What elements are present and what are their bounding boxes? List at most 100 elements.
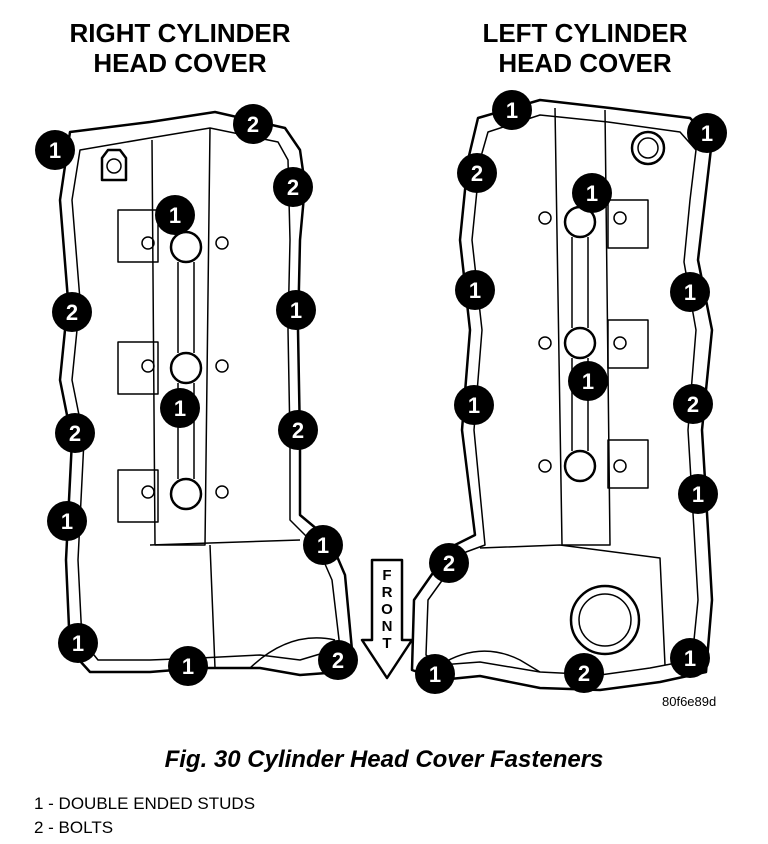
front-letter: O [381,601,393,618]
left-cover-title-line1: LEFT CYLINDER [482,18,688,48]
right-cover-title: RIGHT CYLINDER HEAD COVER [40,18,320,78]
fastener-badge: 1 [415,654,455,694]
fastener-badge-number: 1 [174,396,186,421]
right-cover-title-line1: RIGHT CYLINDER [69,18,291,48]
fastener-badge-number: 1 [469,278,481,303]
fastener-badge: 1 [670,638,710,678]
fastener-badge-number: 2 [287,175,299,200]
left-cover-pad-2 [607,319,649,369]
fastener-badge: 2 [278,410,318,450]
fastener-badge: 2 [273,167,313,207]
fastener-badge: 1 [160,388,200,428]
right-cover-hole [215,359,229,373]
left-cover-hole [613,211,627,225]
figure-caption: Fig. 30 Cylinder Head Cover Fasteners [164,746,604,773]
front-letter: T [382,635,391,652]
legend: 1 - DOUBLE ENDED STUDS 2 - BOLTS [34,792,255,840]
right-cover-pad-2 [117,341,159,395]
right-cover-port-3 [169,477,203,511]
fastener-badge-number: 1 [290,298,302,323]
fastener-badge: 1 [455,270,495,310]
right-cover-breather-cap [106,158,122,174]
right-cover-pad-3 [117,469,159,523]
right-cover-front-curve [249,637,336,669]
fastener-badge: 1 [47,501,87,541]
fastener-badge-number: 2 [66,300,78,325]
fastener-badge: 1 [454,385,494,425]
left-cover-hole [613,336,627,350]
left-cover-port-link [571,237,589,451]
fastener-badge: 1 [572,173,612,213]
fastener-badge-number: 2 [332,648,344,673]
figure-code: 80f6e89d [662,694,717,709]
right-cover-lower-plate [149,539,301,669]
right-cover-hole [215,485,229,499]
fastener-badge-number: 1 [429,662,441,687]
fastener-badge: 1 [492,90,532,130]
fastener-badge-number: 1 [72,631,84,656]
left-cover-breather [630,130,666,166]
right-cover-title-line2: HEAD COVER [93,48,267,78]
fastener-badge: 2 [429,543,469,583]
fastener-badge: 1 [35,130,75,170]
left-cover-oil-fill-cap-inner [578,593,632,647]
fastener-badge: 1 [678,474,718,514]
right-cover-hole [141,236,155,250]
fastener-badge: 2 [55,413,95,453]
fastener-badge: 1 [568,361,608,401]
fastener-badge-number: 2 [578,661,590,686]
fastener-badge-number: 1 [61,509,73,534]
left-cover-pad-1 [607,199,649,249]
right-cover-breather [100,148,128,182]
fastener-badge-number: 2 [443,551,455,576]
left-cover-title-line2: HEAD COVER [498,48,672,78]
left-cover-port-2 [563,326,597,360]
front-arrow: F R O N T [360,558,414,680]
front-letter: R [382,584,393,601]
fastener-badge: 1 [58,623,98,663]
fastener-badge-number: 1 [317,533,329,558]
fastener-badge-number: 2 [471,161,483,186]
fastener-badge-number: 1 [684,646,696,671]
head-cover-diagram: F R O N T 1 2 2 1 2 1 2 1 2 1 1 1 1 2 1 … [35,90,727,694]
legend-item-bolts: 2 - BOLTS [34,818,114,837]
fastener-badge-number: 1 [506,98,518,123]
fastener-badges: 1 2 2 1 2 1 2 1 2 1 1 1 1 2 1 1 2 1 1 1 … [35,90,727,694]
fastener-badge-number: 1 [49,138,61,163]
right-cover-hole [141,485,155,499]
fastener-badge-number: 1 [701,121,713,146]
left-cover-center-rail [554,107,611,546]
fastener-badge-number: 2 [247,112,259,137]
right-cover-center-rail [151,127,211,546]
fastener-badge: 2 [318,640,358,680]
left-cover-title: LEFT CYLINDER HEAD COVER [440,18,730,78]
fastener-badge-number: 2 [687,392,699,417]
fastener-badge: 1 [155,195,195,235]
left-cover-hole [613,459,627,473]
left-cover-pad-3 [607,439,649,489]
left-cover-hole [538,459,552,473]
left-cover-outline [410,98,714,692]
fastener-badge-number: 1 [684,280,696,305]
fastener-badge-number: 2 [292,418,304,443]
right-cover-port-2 [169,351,203,385]
fastener-badge: 1 [168,646,208,686]
fastener-badge-number: 1 [586,181,598,206]
fastener-badge-number: 2 [69,421,81,446]
fastener-badge: 1 [303,525,343,565]
left-cover-front-curve [439,650,541,673]
fastener-badge-number: 1 [582,369,594,394]
right-cover-port-link [177,262,195,479]
left-cover-oil-fill-cap [569,584,641,656]
fastener-badge-number: 1 [169,203,181,228]
right-cover-hole [141,359,155,373]
right-cover-pad-1 [117,209,159,263]
left-cover-hole [538,336,552,350]
left-cover-hole [538,211,552,225]
left-cover-lower-plate [479,544,666,666]
fastener-badge: 2 [564,653,604,693]
front-letter: N [382,618,393,635]
fastener-badge: 2 [673,384,713,424]
fastener-badge: 2 [233,104,273,144]
right-cover-port-1 [169,230,203,264]
